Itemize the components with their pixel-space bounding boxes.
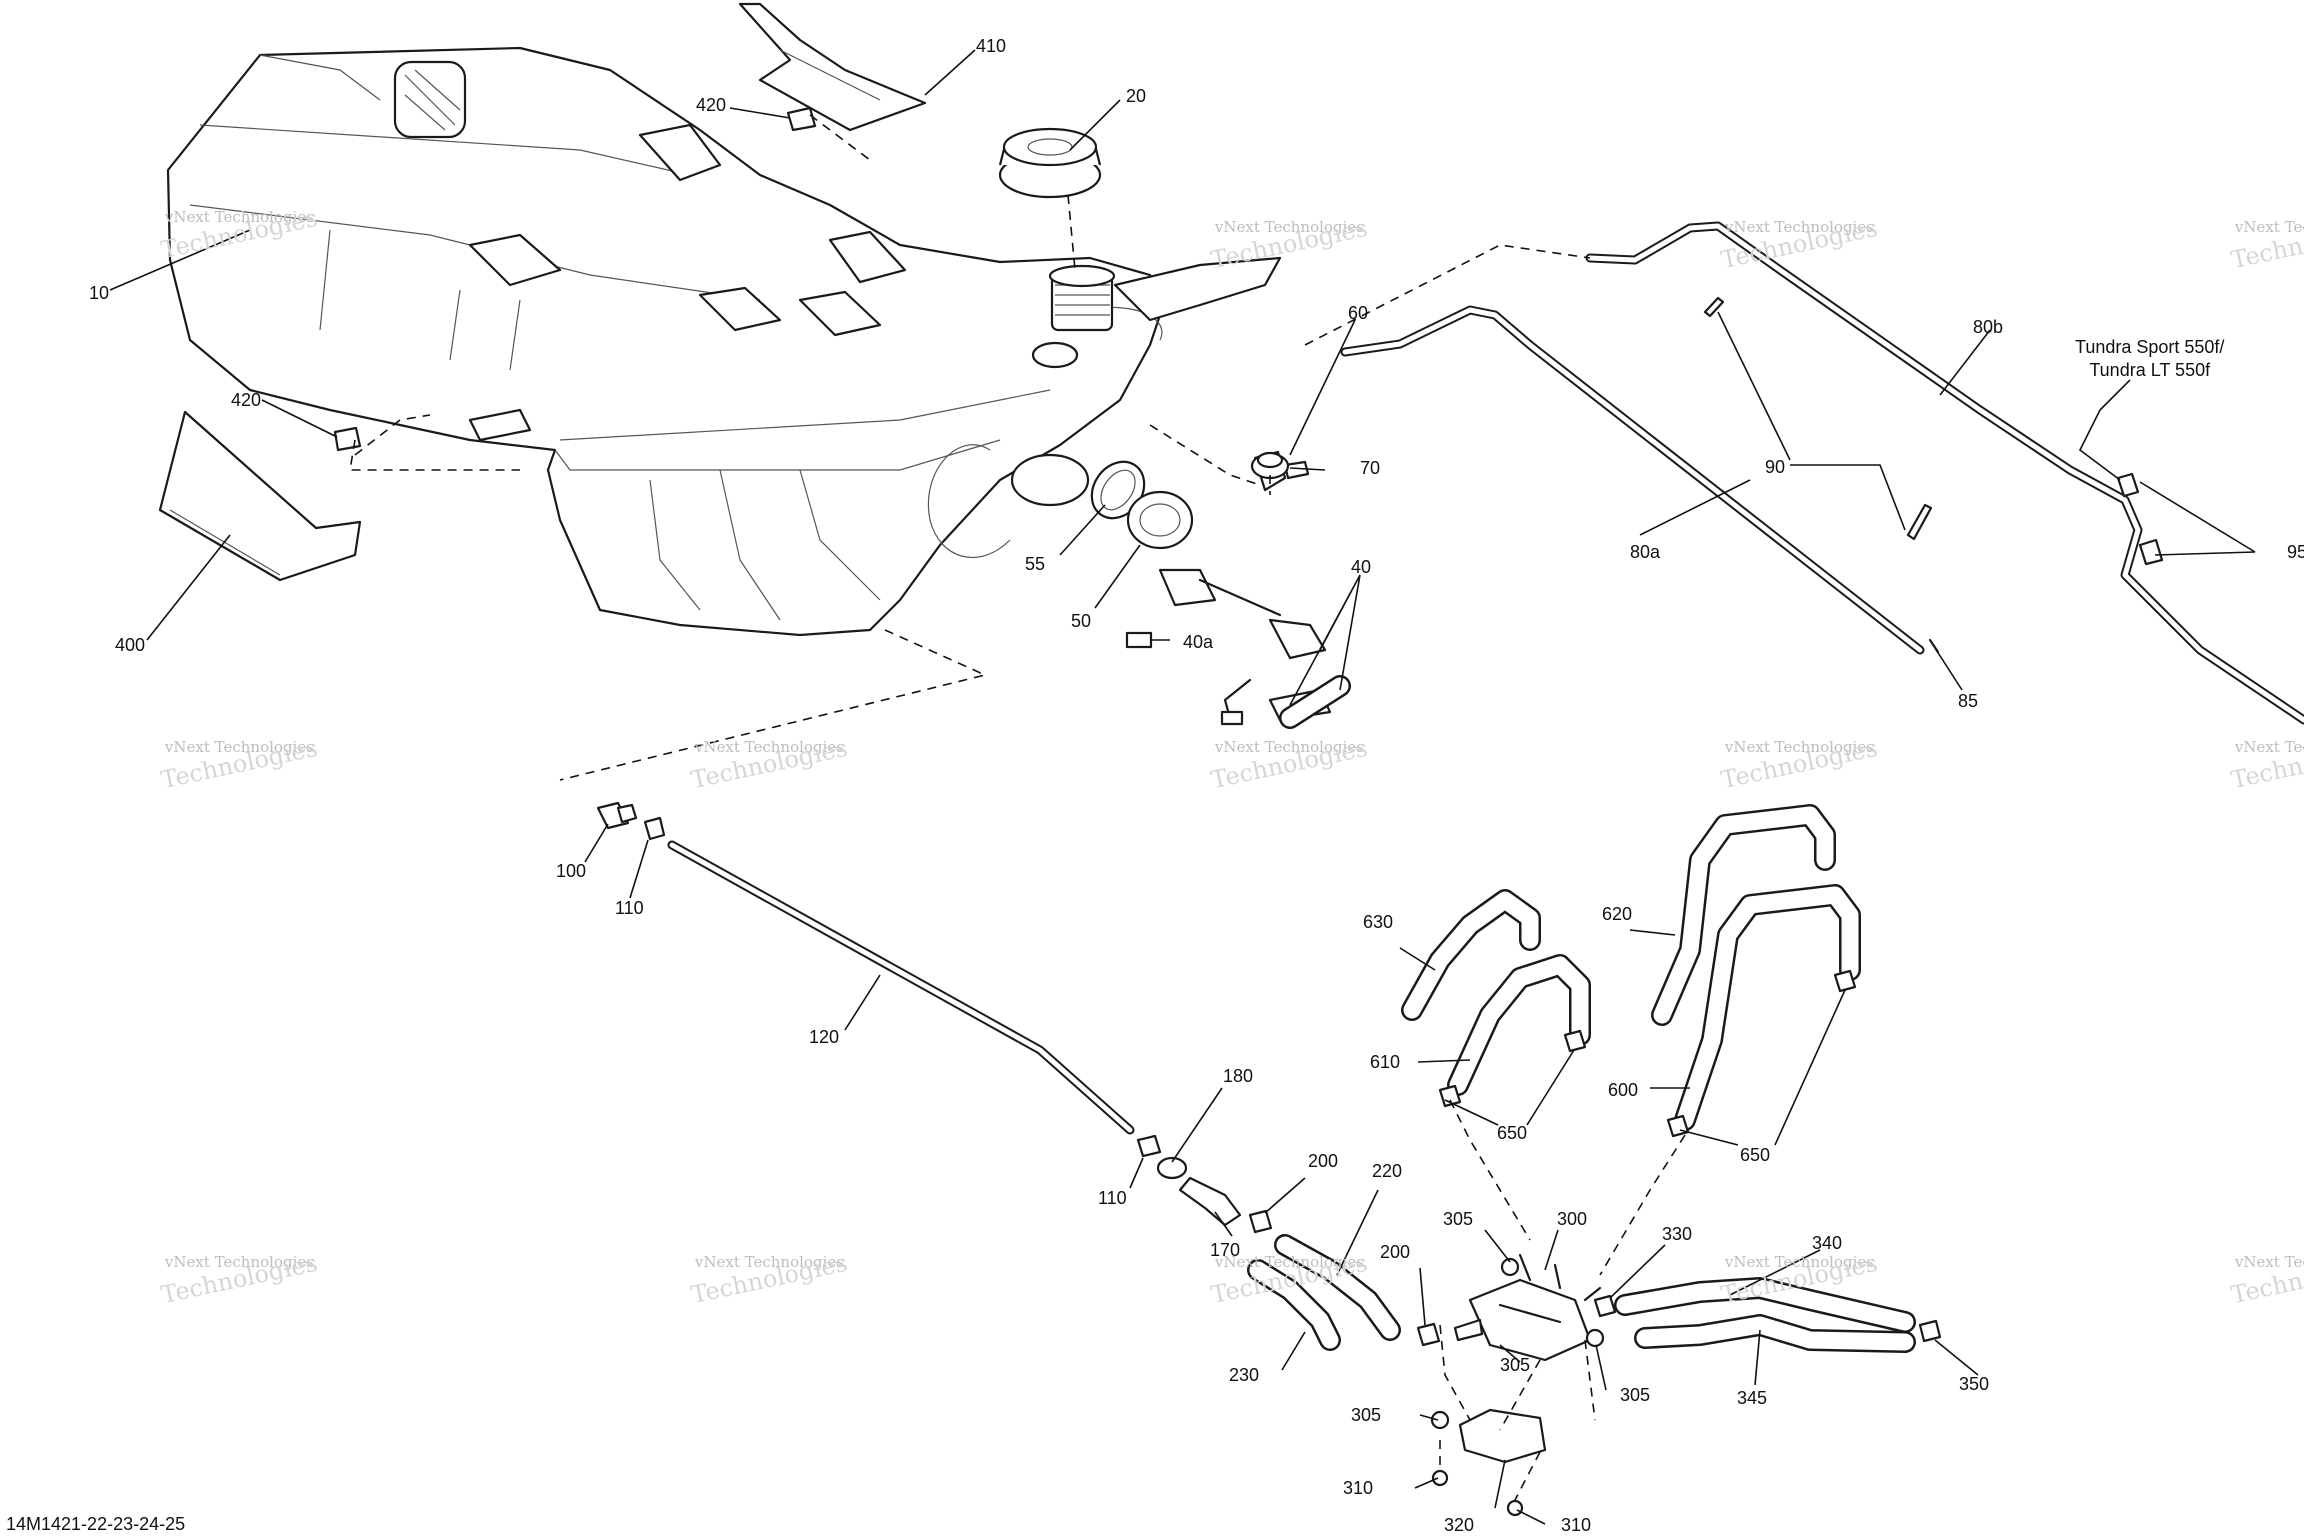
hose-340	[1614, 1277, 1916, 1333]
callout-200-left: 200	[1308, 1151, 1339, 1171]
clip-420-top	[786, 106, 817, 132]
hose-220	[1274, 1234, 1401, 1341]
clip-95-upper	[2116, 472, 2140, 498]
hose-345	[1634, 1314, 1916, 1353]
callout-10: 10	[89, 283, 110, 303]
callout-305-c: 305	[1620, 1385, 1651, 1405]
callout-650-b: 650	[1740, 1145, 1771, 1165]
callout-305-a: 305	[1443, 1209, 1474, 1229]
callout-620: 620	[1602, 904, 1633, 924]
washer-180	[1156, 1156, 1188, 1180]
callout-50: 50	[1071, 611, 1092, 631]
callout-650-a: 650	[1497, 1123, 1528, 1143]
clamp-330	[1593, 1294, 1617, 1318]
callout-350: 350	[1959, 1374, 1990, 1394]
hose-230	[1247, 1259, 1341, 1351]
callout-220: 220	[1372, 1161, 1403, 1181]
callout-345: 345	[1737, 1388, 1768, 1408]
callout-610: 610	[1370, 1052, 1401, 1072]
hose-610	[1447, 954, 1591, 1096]
fitting-170	[1178, 1176, 1242, 1227]
callout-600: 600	[1608, 1080, 1639, 1100]
model-note-line-1: Tundra Sport 550f/	[2075, 337, 2225, 357]
callout-305-d: 305	[1351, 1405, 1382, 1425]
callout-40a: 40a	[1183, 632, 1214, 652]
callout-120: 120	[809, 1027, 840, 1047]
callout-420-left: 420	[231, 390, 262, 410]
callout-320: 320	[1444, 1515, 1475, 1535]
bracket-320	[1458, 1408, 1547, 1464]
callout-330: 330	[1662, 1224, 1693, 1244]
wiring-40a	[1125, 631, 1252, 726]
callout-180: 180	[1223, 1066, 1254, 1086]
clamp-200-left	[1248, 1209, 1273, 1234]
hose-620	[1651, 804, 1836, 1026]
document-code: 14M1421-22-23-24-25	[6, 1514, 186, 1534]
tie-90-lower	[1906, 503, 1933, 541]
callout-230: 230	[1229, 1365, 1260, 1385]
tie-90-upper	[1703, 296, 1725, 318]
fuel-line-120	[667, 840, 1135, 1135]
callout-70: 70	[1360, 458, 1381, 478]
clamps-650	[1438, 969, 1857, 1138]
callout-110-bottom: 110	[1098, 1188, 1127, 1208]
callout-40: 40	[1351, 557, 1372, 577]
heat-shield-400	[158, 410, 362, 582]
callout-20: 20	[1126, 86, 1147, 106]
callout-60: 60	[1348, 303, 1369, 323]
callout-300: 300	[1557, 1209, 1588, 1229]
callout-310-a: 310	[1343, 1478, 1374, 1498]
fasteners-305-310	[1430, 1257, 1605, 1517]
clamp-110-bottom	[1136, 1134, 1162, 1158]
callout-100: 100	[556, 861, 587, 881]
callout-170: 170	[1210, 1240, 1241, 1260]
fitting-100	[596, 801, 638, 830]
hose-600	[1674, 884, 1861, 1131]
assembly-dashed-lines	[349, 114, 1686, 1501]
callout-80a: 80a	[1630, 542, 1661, 562]
clip-420-left	[333, 426, 362, 452]
fuel-line-80a	[1340, 305, 1925, 655]
fuel-cap	[998, 127, 1102, 199]
callout-630: 630	[1363, 912, 1394, 932]
clamp-110-top	[643, 816, 666, 841]
callout-85: 85	[1958, 691, 1979, 711]
callout-305-b: 305	[1500, 1355, 1531, 1375]
clamp-350	[1918, 1319, 1942, 1343]
grommet-70	[1250, 451, 1290, 480]
callout-400: 400	[115, 635, 146, 655]
callout-95: 95	[2287, 542, 2304, 562]
callout-410: 410	[976, 36, 1007, 56]
callout-420-top: 420	[696, 95, 727, 115]
fuel-line-80b	[1585, 221, 2304, 725]
model-note-line-2: Tundra LT 550f	[2089, 359, 2211, 380]
hose-630	[1401, 889, 1541, 1021]
callout-340: 340	[1812, 1233, 1843, 1253]
fuel-tank	[166, 46, 1282, 637]
clip-95-lower	[2138, 538, 2164, 566]
callout-55: 55	[1025, 554, 1046, 574]
callout-90: 90	[1765, 457, 1786, 477]
callout-80b: 80b	[1973, 317, 2004, 337]
callout-200-right: 200	[1380, 1242, 1411, 1262]
heat-shield-410	[738, 2, 927, 132]
callout-310-b: 310	[1561, 1515, 1592, 1535]
callout-110-top: 110	[615, 898, 644, 918]
model-note: Tundra Sport 550f/ Tundra LT 550f	[2075, 336, 2224, 381]
clamp-200-right	[1416, 1322, 1441, 1347]
leader-lines	[109, 49, 2256, 1525]
lock-ring-50	[1126, 490, 1194, 550]
fuel-pump-300	[1453, 1253, 1602, 1362]
fuel-pump-40	[1158, 568, 1351, 729]
